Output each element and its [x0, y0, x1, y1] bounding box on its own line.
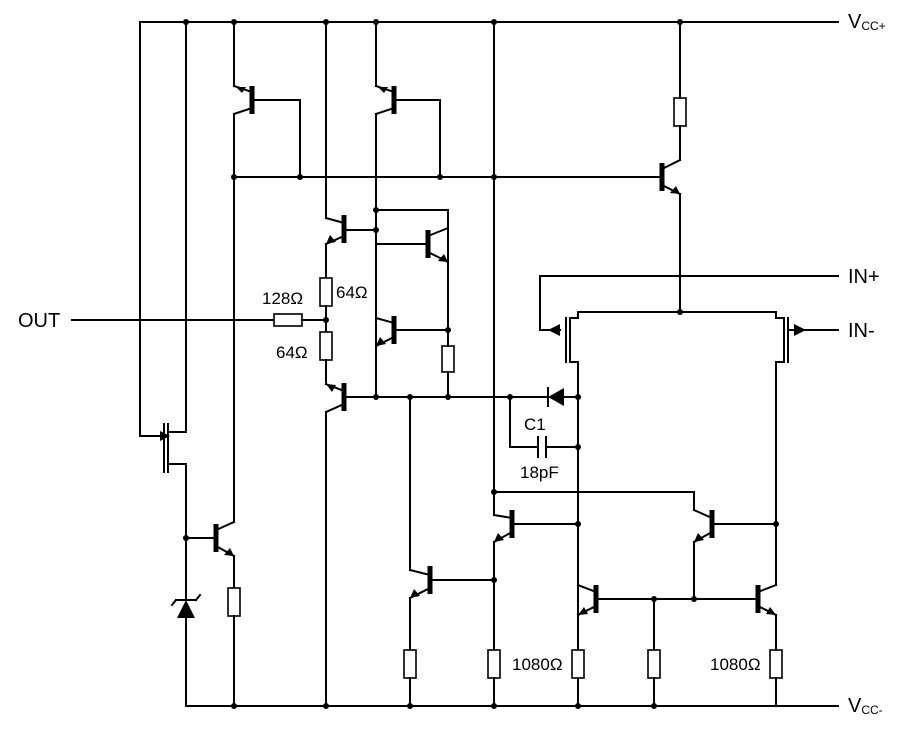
- transistor-q-protect-upper: [375, 209, 450, 331]
- transistor-q-top-left: [232, 84, 301, 178]
- diode: [547, 387, 579, 407]
- output-wire: [71, 313, 327, 327]
- resistor-64-lower: [319, 331, 333, 385]
- label-r-64-b: 64Ω: [276, 343, 308, 362]
- label-c1-value: 18pF: [520, 463, 559, 482]
- left-wires: [139, 21, 681, 516]
- transistor-q-protect-lower: [374, 316, 449, 348]
- transistor-q-mirror-low-left: [576, 583, 759, 617]
- label-vcc-minus: VCC-: [848, 695, 883, 717]
- label-c1-name: C1: [524, 415, 546, 434]
- junction-dots: [183, 19, 779, 709]
- transistor-q-in-right: [775, 311, 839, 586]
- transistor-q-mirror-low-right: [755, 583, 778, 651]
- label-r-128: 128Ω: [262, 289, 303, 308]
- transistor-q-bias-left: [185, 176, 241, 707]
- resistor-mirror-center: [647, 598, 661, 707]
- zener-diode: [170, 593, 202, 707]
- label-vcc-plus: VCC+: [848, 11, 886, 33]
- resistor-driver-emitter: [403, 649, 417, 707]
- input-in-plus-wire: [539, 275, 839, 331]
- transistor-q-mirror-mid-right: [692, 508, 777, 600]
- label-r-1080-right: 1080Ω: [710, 655, 761, 674]
- resistor-mid-left-emitter: [487, 649, 501, 707]
- transistor-q-top-right: [374, 84, 441, 398]
- label-in-plus: IN+: [848, 266, 880, 288]
- transistor-q-mirror-mid-left: [492, 510, 579, 651]
- resistor-64-upper: [319, 277, 333, 333]
- label-in-minus: IN-: [848, 320, 875, 342]
- transistor-q-out-lower: [324, 382, 377, 707]
- transistor-q-bias: [659, 158, 682, 313]
- label-r-64-a: 64Ω: [336, 283, 368, 302]
- resistor-protect: [441, 329, 455, 398]
- label-r-1080-left: 1080Ω: [512, 655, 563, 674]
- transistor-q-out-upper: [324, 215, 377, 279]
- resistor-bias-top: [673, 97, 687, 161]
- transistor-q-driver: [408, 396, 495, 651]
- resistor-1080-right: [769, 649, 783, 707]
- transistor-q-in-left: [548, 311, 777, 707]
- capacitor-c1: [509, 396, 579, 458]
- label-out: OUT: [18, 310, 60, 332]
- resistor-1080-left: [571, 614, 585, 679]
- jfet-current-source: [139, 423, 187, 601]
